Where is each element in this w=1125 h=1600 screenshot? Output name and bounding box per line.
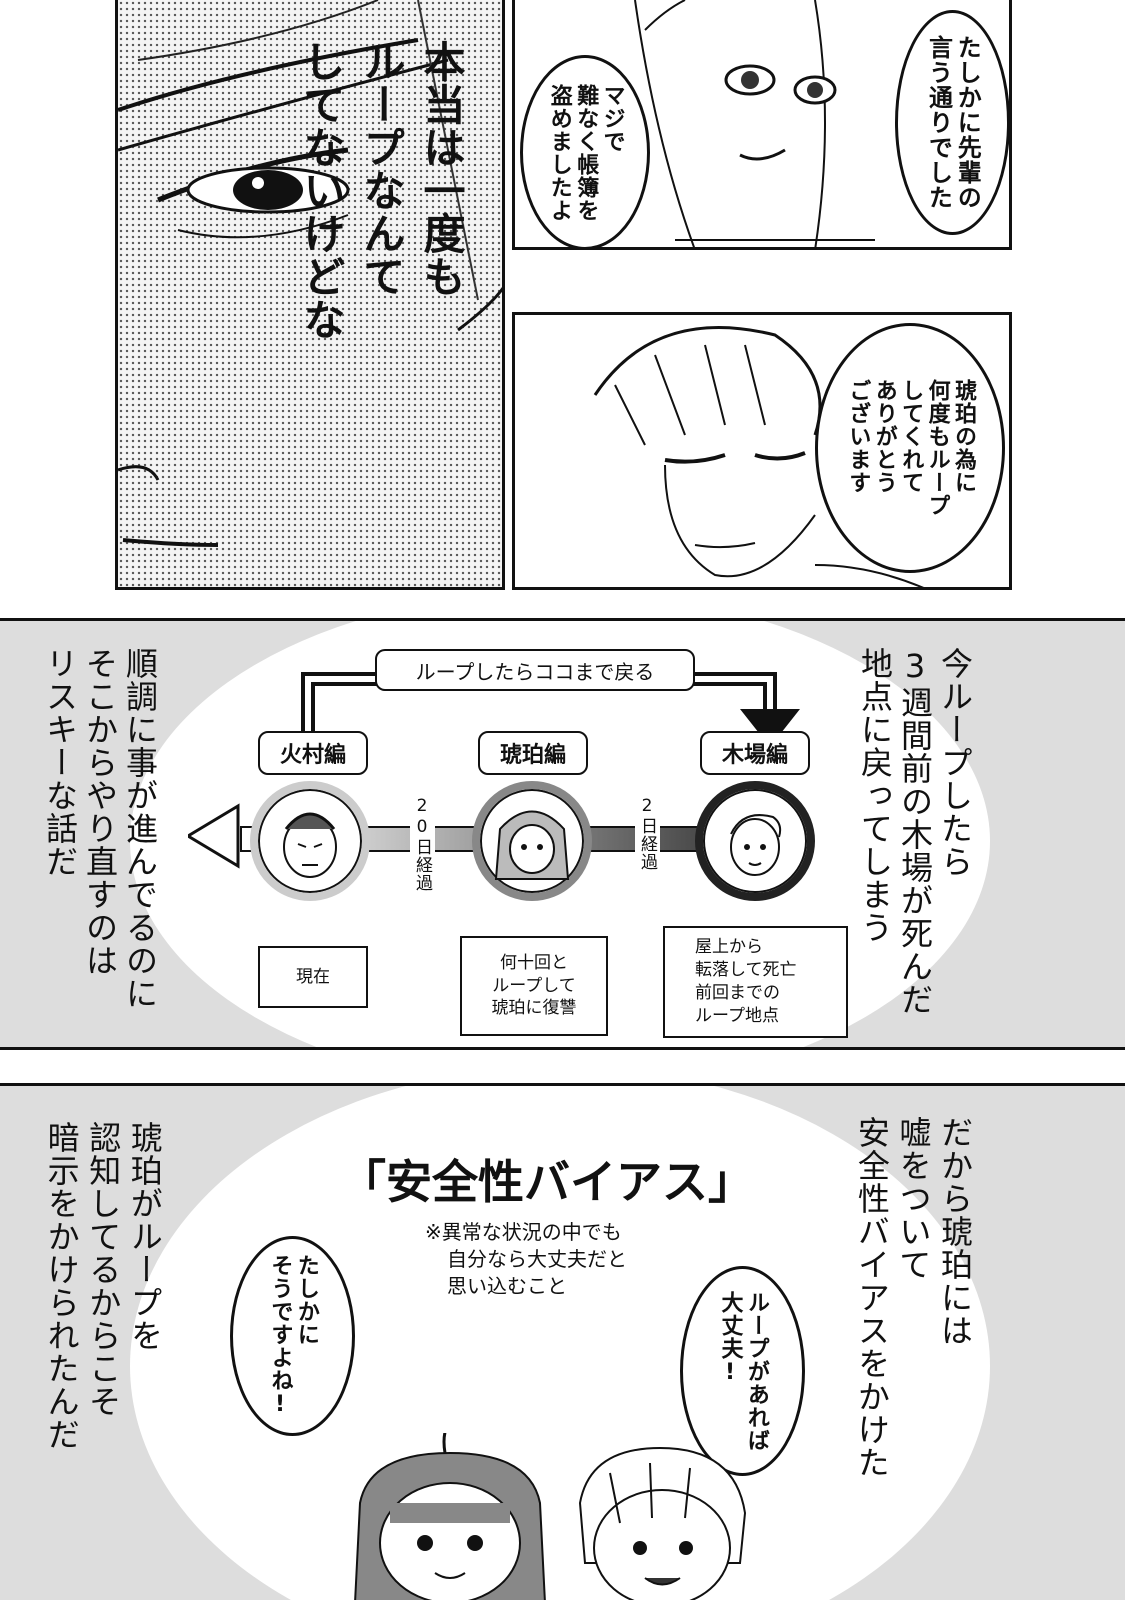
narration-loop-return: 今ループしたら 3週間前の木場が死んだ 地点に戻ってしまう <box>856 647 974 1016</box>
panel-boy-thanks: 琥珀の為に 何度もループ してくれて ありがとう ございます <box>512 312 1012 590</box>
panel-eye-closeup: 本当は一度も ループなんて してないけどな <box>115 0 505 590</box>
speech-bubble-agree: たしかに先輩の 言う通りでした <box>895 10 1009 235</box>
monologue-text-2: ループなんて <box>357 40 406 298</box>
monologue-text-1: 本当は一度も <box>417 40 466 298</box>
speech-text-agree-sure: たしかに そうですよね! <box>267 1254 319 1418</box>
interval-2-days: 2日経過 <box>635 796 660 871</box>
speech-text-thanks: 琥珀の為に 何度もループ してくれて ありがとう ございます <box>845 379 976 517</box>
node-himura-portrait <box>250 781 370 901</box>
note-present: 現在 <box>258 946 368 1008</box>
monologue-text-3: してないけどな <box>297 40 346 341</box>
chibi-characters-art <box>354 1433 747 1600</box>
panel-girl-reply: たしかに先輩の 言う通りでした マジで 難なく帳簿を 盗めましたよ <box>512 0 1012 250</box>
eye-closeup-art <box>118 0 502 547</box>
node-kiba-portrait <box>695 781 815 901</box>
node-title-kiba: 木場編 <box>700 731 810 775</box>
speech-bubble-agree-sure: たしかに そうですよね! <box>230 1236 355 1436</box>
note-kohaku-revenge: 何十回と ループして 琥珀に復讐 <box>460 936 608 1036</box>
narration-lied-to-kohaku: だから琥珀には 嘘をついて 安全性バイアスをかけた <box>852 1116 974 1479</box>
bias-footnote-line-3: 思い込むこと <box>447 1274 567 1298</box>
speech-text-stole-ledger: マジで 難なく帳簿を 盗めましたよ <box>546 83 625 222</box>
bias-footnote-line-1: ※異常な状況の中でも <box>425 1220 622 1244</box>
panel-loop-diagram: 今ループしたら 3週間前の木場が死んだ 地点に戻ってしまう 順調に事が進んでるの… <box>0 618 1125 1050</box>
bias-title: 「安全性バイアス」 <box>340 1155 754 1209</box>
bias-footnote-line-2: 自分なら大丈夫だと <box>447 1247 627 1271</box>
node-title-kohaku: 琥珀編 <box>478 731 588 775</box>
kohaku-face-icon <box>494 810 570 880</box>
speech-text-agree: たしかに先輩の 言う通りでした <box>924 35 982 210</box>
note-kiba-fall: 屋上から 転落して死亡 前回までの ループ地点 <box>663 926 848 1038</box>
timeline-arrow-head <box>188 803 240 869</box>
node-title-himura: 火村編 <box>258 731 368 775</box>
narration-risky: 順調に事が進んでるのに そこからやり直すのは リスキーな話だ <box>41 647 159 1010</box>
boy-face-art <box>593 326 924 587</box>
loop-label: ループしたらココまで戻る <box>375 649 695 691</box>
himura-face-icon <box>283 812 337 878</box>
kiba-face-icon <box>730 814 782 876</box>
girl-face-art <box>634 0 875 247</box>
node-kohaku-portrait <box>472 781 592 901</box>
interval-20-days: 20日経過 <box>410 796 435 892</box>
speech-text-loop-ok: ループがあれば 大丈夫! <box>717 1290 769 1452</box>
speech-bubble-loop-ok: ループがあれば 大丈夫! <box>680 1266 805 1476</box>
narration-suggestion: 琥珀がループを 認知してるからこそ 暗示をかけられたんだ <box>42 1121 164 1451</box>
speech-bubble-stole-ledger: マジで 難なく帳簿を 盗めましたよ <box>520 55 650 247</box>
speech-bubble-thanks: 琥珀の為に 何度もループ してくれて ありがとう ございます <box>815 323 1005 573</box>
panel-safety-bias: 「安全性バイアス」 ※異常な状況の中でも 自分なら大丈夫だと 思い込むこと だか… <box>0 1083 1125 1600</box>
